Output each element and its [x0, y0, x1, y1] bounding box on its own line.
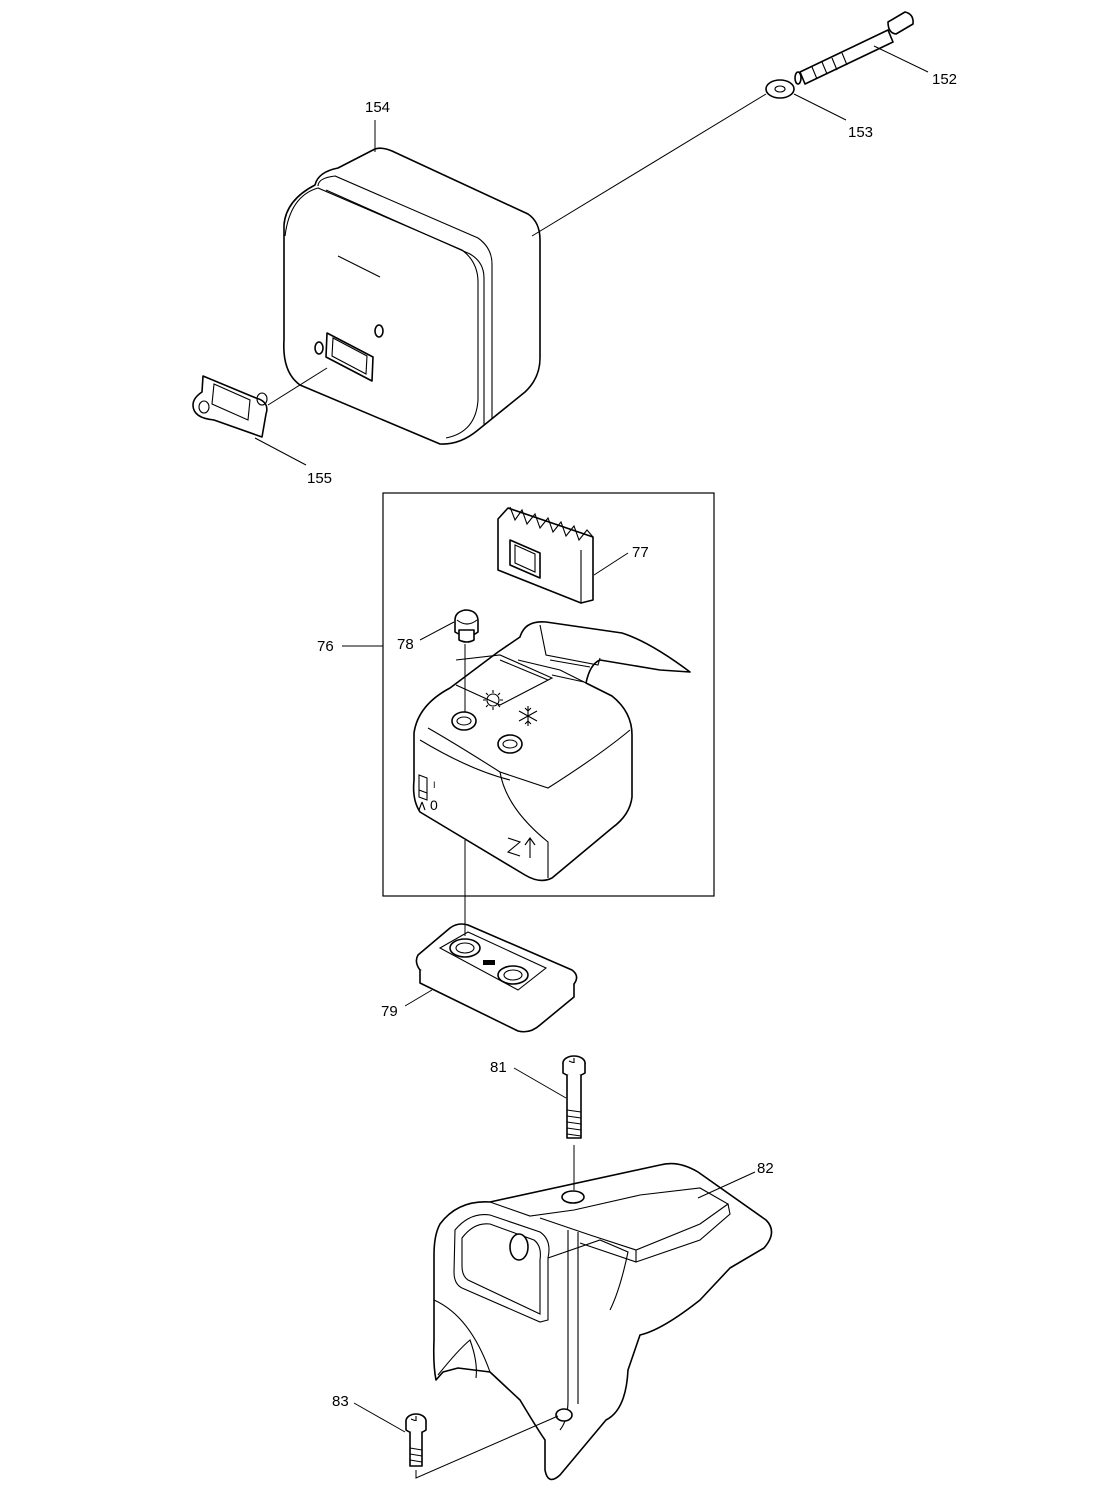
- callout-153: 153: [848, 124, 873, 141]
- callout-154: 154: [365, 99, 390, 116]
- part-82-shroud: [432, 1162, 773, 1481]
- callout-83: 83: [332, 1393, 349, 1410]
- callout-152: 152: [932, 71, 957, 88]
- part-83-screw: [405, 1413, 427, 1467]
- callout-77: 77: [632, 544, 649, 561]
- callout-79: 79: [381, 1003, 398, 1020]
- callout-leaders: [254, 45, 929, 1433]
- switch-on-label: I: [433, 780, 436, 790]
- switch-off-label: 0: [430, 797, 438, 813]
- part-152-bolt: [794, 11, 914, 85]
- callout-76: 76: [317, 638, 334, 655]
- part-76-cover: I 0: [412, 620, 691, 882]
- part-153-washer: [765, 79, 795, 99]
- assembly-lines: [267, 93, 767, 1479]
- callout-82: 82: [757, 1160, 774, 1177]
- part-77-filter: [497, 506, 594, 604]
- sun-icon: [483, 690, 503, 710]
- assembly-76-frame: [382, 492, 715, 897]
- part-81-screw: [562, 1055, 586, 1139]
- callout-78: 78: [397, 636, 414, 653]
- part-155-gasket: [192, 375, 268, 438]
- callout-81: 81: [490, 1059, 507, 1076]
- callout-155: 155: [307, 470, 332, 487]
- part-154-muffler: [283, 147, 541, 445]
- part-78-knob: [454, 609, 479, 643]
- part-79-seal-plate: [415, 923, 578, 1033]
- callout-labels: 152 153 154 155 76 77 78 79 81 82 83: [307, 71, 957, 1410]
- snowflake-icon: [518, 706, 538, 726]
